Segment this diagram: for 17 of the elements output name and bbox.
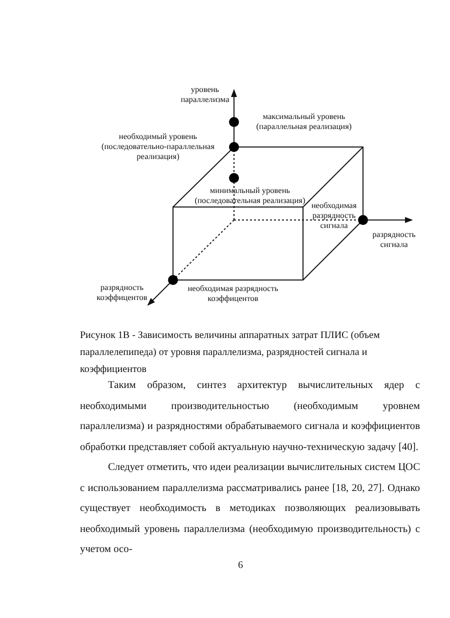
point-marker — [358, 215, 368, 225]
page-number: 6 — [238, 560, 243, 571]
point-marker — [229, 117, 239, 127]
point-label: необходимая разрядность коэффицентов — [186, 284, 280, 304]
point-marker — [168, 275, 178, 285]
axis-label: разрядность сигнала — [371, 230, 417, 250]
axis-label: разрядность коэффицентов — [96, 283, 148, 303]
paragraph: Следует отметить, что идеи реализации вычислительных систем ЦОС с использованием параллелизма рассматривались ранее [18, 20, 27]. Однако существует необходимость в методиках позволяющих реализовывать необходимый уровень параллелизма (необходимую производительность) с учетом осо- — [80, 461, 420, 557]
point-label: необходимая разрядность сигнала — [310, 201, 358, 231]
figure-caption: Рисунок 1В - Зависимость величины аппаратных затрат ПЛИС (объем параллелепипеда) от уровня параллелизма, разрядностей сигнала и коэффициентов — [80, 329, 381, 377]
point-label: минимальный уровень (последовательная реализация) — [194, 186, 306, 206]
point-marker — [229, 173, 239, 183]
point-label: необходимый уровень (последовательно-параллельная реализация) — [100, 132, 216, 162]
paragraph: Таким образом, синтез архитектур вычислительных ядер с необходимыми производительностью (необходимым уровнем параллелизма) и разрядностями обрабатываемого сигнала и коэффициентов обработки представляет собой актуальную научно-техническую задачу [40]. — [80, 379, 420, 454]
point-label: максимальный уровень (параллельная реализация) — [255, 112, 353, 132]
axis-label: уровень параллелизма — [180, 85, 230, 105]
point-marker — [229, 142, 239, 152]
